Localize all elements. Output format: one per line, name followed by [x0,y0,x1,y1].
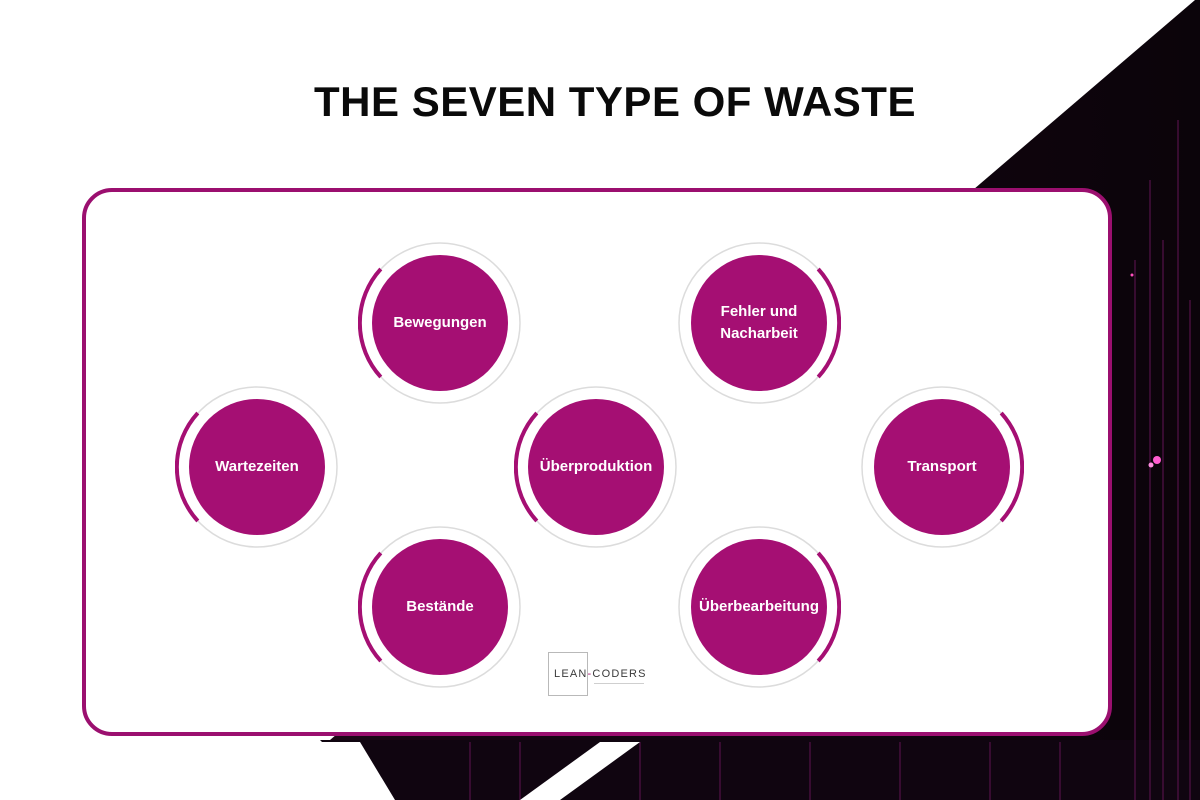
node-label: Überbearbeitung [698,598,819,616]
node-ring [514,386,677,548]
node-label: Wartezeiten [215,458,299,476]
logo-tagline-rule [594,683,644,684]
node-bewegungen: Bewegungen [358,241,522,405]
node-ring [358,242,521,404]
white-stripe-left [318,742,395,800]
node-ueberbearbeitung: Überbearbeitung [677,525,841,689]
node-transport: Transport [860,385,1024,549]
light-streaks [469,120,1191,800]
node-bestaende: Bestände [358,525,522,689]
logo-frame [548,652,588,696]
node-fehler-und-nacharbeit: Fehler und Nacharbeit [677,241,841,405]
logo-text-right: CODERS [592,668,647,680]
white-stripe-right [520,742,640,800]
node-ring [678,526,841,688]
glow-dot [1130,273,1134,277]
node-label: Bestände [406,598,474,616]
dark-lower-band [320,740,1200,800]
node-label: Fehler und Nacharbeit [720,303,798,342]
node-label: Überproduktion [539,458,653,476]
node-ueberproduktion: Überproduktion [514,385,678,549]
node-wartezeiten: Wartezeiten [175,385,339,549]
glow-dot [1153,456,1161,464]
node-label: Transport [907,458,977,476]
logo-text-left: LEAN [554,668,588,680]
node-ring [358,526,521,688]
lean-coders-logo: LEAN-CODERS [548,652,648,697]
logo-separator: - [587,668,593,680]
logo-wordmark: LEAN-CODERS [554,668,647,680]
node-label: Bewegungen [393,314,487,332]
glow-dot [1148,462,1154,468]
node-ring [861,386,1024,548]
page-title: THE SEVEN TYPE OF WASTE [314,78,916,125]
node-ring [678,242,841,404]
node-ring [175,386,338,548]
